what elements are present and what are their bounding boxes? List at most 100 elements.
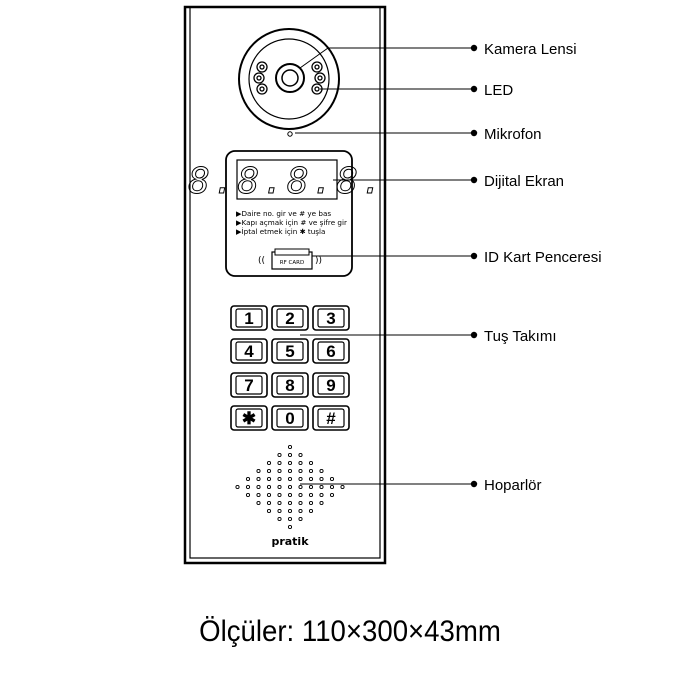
speaker-hole-icon [256,492,261,498]
instruction-line-1: ▶Daire no. gir ve # ye bas [236,209,331,218]
speaker-hole-icon [256,476,261,482]
speaker-hole-icon [298,476,303,482]
speaker-hole-icon [319,492,324,498]
rf-card-label: RF CARD [280,260,304,266]
speaker-hole-icon [308,484,314,490]
callout-label-microphone: Mikrofon [484,126,542,143]
speaker-hole-icon [256,468,261,474]
callout-label-led: LED [484,82,513,99]
speaker-hole-icon [277,452,282,458]
keypad-key-label: 2 [285,309,294,328]
speaker-hole-icon [298,452,303,458]
callout-dot-icon [470,480,478,488]
speaker-hole-icon [287,484,293,490]
speaker-hole-icon [287,468,293,474]
speaker-hole-icon [298,484,303,490]
speaker-hole-icon [277,484,282,490]
speaker-hole-icon [298,508,303,514]
speaker-hole-icon [277,500,282,506]
callout-label-id-card-window: ID Kart Penceresi [484,249,602,266]
speaker-hole-icon [266,508,272,514]
rf-wave-left-icon: (( [258,256,265,266]
speaker-hole-icon [298,460,303,466]
speaker-hole-icon [266,500,272,506]
speaker-hole-icon [277,508,282,514]
keypad-key-label: 8 [285,376,294,395]
speaker-hole-icon [298,492,303,498]
led-left-icon [253,61,268,95]
microphone-hole-icon [287,131,293,137]
speaker-hole-icon [245,476,251,482]
speaker-hole-icon [329,484,335,490]
speaker-hole-icon [266,484,272,490]
speaker-hole-icon [287,508,293,514]
keypad-key[interactable]: # [312,405,350,431]
speaker-hole-icon [287,452,293,458]
speaker-hole-icon [235,484,240,490]
speaker-hole-icon [245,484,251,490]
keypad-key-label: 4 [244,342,254,361]
screen-digits: 8.8.8.8. [188,161,385,202]
speaker-hole-icon [266,468,272,474]
speaker-hole-icon [277,468,282,474]
speaker-hole-icon [287,524,293,530]
keypad-key[interactable]: 9 [312,372,350,398]
camera-module [238,28,340,130]
speaker-grille [235,444,345,530]
speaker-hole-icon [298,468,303,474]
led-right-icon [311,61,326,95]
speaker-hole-icon [287,492,293,498]
callout-dot-icon [470,44,478,52]
keypad-key[interactable]: 0 [271,405,309,431]
keypad-key[interactable]: 2 [271,305,309,331]
speaker-hole-icon [287,476,293,482]
keypad-key[interactable]: 6 [312,338,350,364]
keypad-key-label: ✱ [242,409,256,428]
speaker-hole-icon [298,500,303,506]
dimensions-text: Ölçüler: 110×300×43mm [199,615,501,648]
keypad-key[interactable]: 4 [230,338,268,364]
speaker-hole-icon [256,500,261,506]
keypad-key-label: 3 [326,309,335,328]
speaker-hole-icon [308,476,314,482]
callout-lines [295,47,474,485]
keypad-key[interactable]: 3 [312,305,350,331]
keypad-key[interactable]: 8 [271,372,309,398]
callout-dot-icon [470,85,478,93]
callout-label-speaker: Hoparlör [484,477,542,494]
speaker-hole-icon [266,460,272,466]
speaker-hole-icon [319,468,324,474]
speaker-hole-icon [329,476,335,482]
keypad-key[interactable]: ✱ [230,405,268,431]
keypad-key[interactable]: 7 [230,372,268,398]
speaker-hole-icon [287,460,293,466]
speaker-hole-icon [287,516,293,522]
speaker-hole-icon [340,484,345,490]
keypad-key-label: 5 [285,342,294,361]
speaker-hole-icon [277,516,282,522]
callout-label-keypad: Tuş Takımı [484,328,557,345]
speaker-hole-icon [256,484,261,490]
camera-lens-icon [275,63,305,93]
callout-label-digital-display: Dijital Ekran [484,173,564,190]
keypad-key-label: 1 [244,309,253,328]
speaker-hole-icon [319,476,324,482]
speaker-hole-icon [277,476,282,482]
keypad-key[interactable]: 5 [271,338,309,364]
instruction-line-3: ▶İptal etmek için ✱ tuşla [236,227,325,236]
instruction-line-2: ▶Kapı açmak için # ve şifre gir [236,218,347,227]
keypad-key-label: 7 [244,376,253,395]
speaker-hole-icon [287,444,293,450]
callout-label-camera-lens: Kamera Lensi [484,41,577,58]
keypad-key-label: 0 [285,409,294,428]
rf-wave-right-icon: )) [315,256,322,266]
keypad-key[interactable]: 1 [230,305,268,331]
speaker-hole-icon [298,516,303,522]
callout-dots [470,44,478,488]
leader-camera-lens [299,47,329,69]
brand-logo-text: pratik [271,535,309,548]
speaker-hole-icon [308,468,314,474]
speaker-hole-icon [308,460,314,466]
speaker-hole-icon [245,492,251,498]
